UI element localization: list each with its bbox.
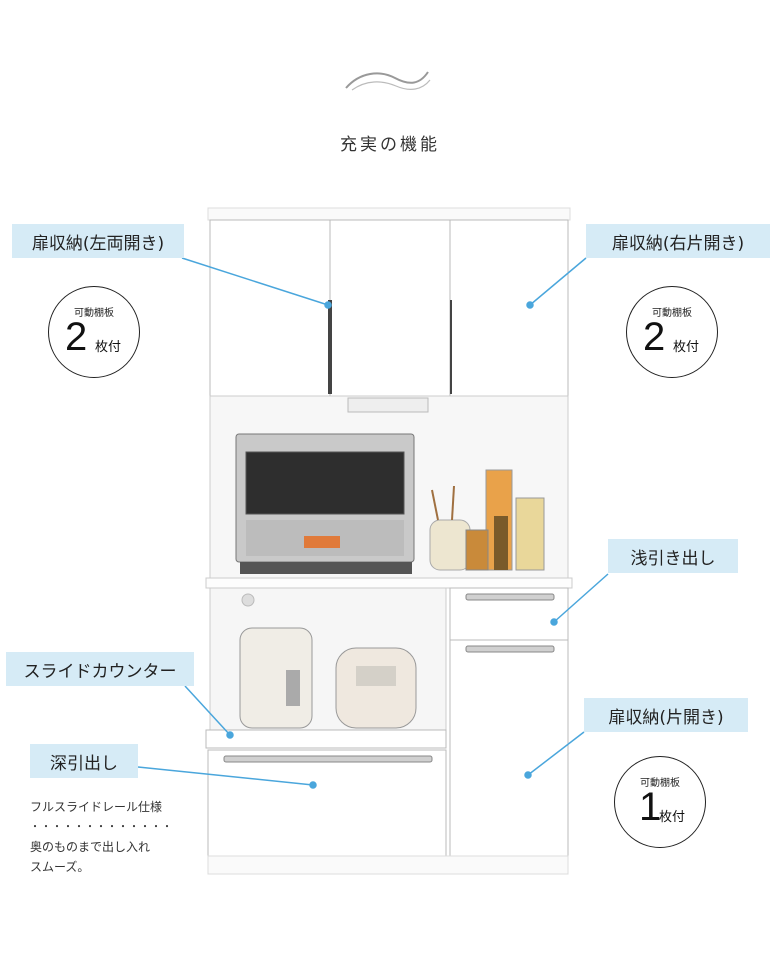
badge-unit: 枚付 — [659, 810, 686, 825]
swirl-ornament-icon — [345, 71, 431, 91]
slide-counter-board — [205, 729, 447, 749]
callout-slide-counter: スライドカウンター — [6, 652, 194, 686]
callout-right-door-storage: 扉収納(右片開き) — [586, 224, 770, 258]
shelf-badge-right: 可動棚板 2 枚付 — [626, 286, 718, 378]
shelf-badge-left: 可動棚板 2 枚付 — [48, 286, 140, 378]
callout-single-door-storage: 扉収納(片開き) — [584, 698, 748, 732]
badge-unit: 枚付 — [95, 340, 122, 355]
upper-door-middle — [329, 219, 451, 397]
badge-caption: 可動棚板 — [640, 778, 680, 789]
badge-caption: 可動棚板 — [652, 308, 692, 319]
note-dots: ・・・・・・・・・・・・・ — [30, 822, 173, 833]
lower-right-door — [449, 639, 569, 857]
note-smooth: スムーズ。 — [30, 860, 90, 874]
page-title: 充実の機能 — [340, 135, 440, 155]
badge-number: 2 — [65, 315, 88, 359]
shelf-badge-bottom: 可動棚板 1 枚付 — [614, 756, 706, 848]
callout-left-door-storage: 扉収納(左両開き) — [12, 224, 184, 258]
badge-number: 2 — [643, 315, 666, 359]
note-full-slide-rail: フルスライドレール仕様 — [30, 800, 163, 814]
badge-unit: 枚付 — [673, 340, 700, 355]
badge-caption: 可動棚板 — [74, 308, 114, 319]
callout-shallow-drawer: 浅引き出し — [608, 539, 738, 573]
callout-deep-drawer: 深引出し — [30, 744, 138, 778]
note-easy-access: 奥のものまで出し入れ — [30, 840, 151, 854]
upper-door-right — [449, 219, 569, 397]
badge-number: 1 — [639, 785, 662, 829]
